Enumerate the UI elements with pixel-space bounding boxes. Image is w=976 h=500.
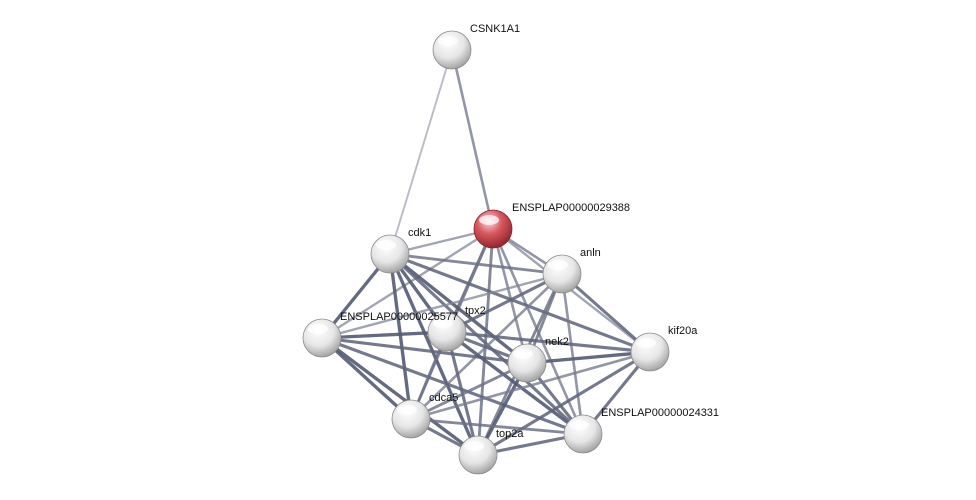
edge-tpx2-kif20a	[446, 330, 651, 354]
edge-cdk1-cdca5	[388, 253, 413, 420]
edge-cdk1-anln	[389, 252, 563, 276]
node-highlight-CSNK1A1	[438, 36, 458, 46]
edge-nek2-cdca5	[410, 361, 528, 421]
edge-ENSPLAP00000025577-tpx2	[321, 330, 448, 340]
edge-anln-ENSPLAP00000025577	[321, 272, 563, 340]
node-highlight-top2a	[464, 441, 484, 451]
edge-ENSPLAP00000025577-top2a	[320, 336, 480, 457]
node-highlight-nek2	[513, 349, 533, 359]
node-label-nek2: nek2	[545, 336, 569, 348]
node-layer	[302, 30, 670, 475]
node-highlight-ENSPLAP00000025577	[308, 324, 328, 334]
node-label-kif20a: kif20a	[668, 325, 698, 337]
edge-cdk1-kif20a	[389, 252, 651, 354]
edge-nek2-kif20a	[526, 350, 651, 365]
edge-cdk1-nek2	[388, 252, 529, 365]
node-highlight-ENSPLAP00000029388	[479, 215, 499, 225]
edge-ENSPLAP00000025577-nek2	[321, 336, 528, 365]
edge-CSNK1A1-ENSPLAP00000029388	[450, 49, 495, 230]
node-highlight-tpx2	[433, 318, 453, 328]
edge-cdca5-ENSPLAP00000024331	[410, 417, 584, 436]
edge-cdk1-ENSPLAP00000024331	[388, 252, 585, 436]
edge-kif20a-top2a	[477, 350, 651, 457]
edge-anln-tpx2	[446, 272, 563, 334]
node-label-ENSPLAP00000024331: ENSPLAP00000024331	[601, 407, 719, 419]
edge-kif20a-cdca5	[410, 350, 651, 421]
node-highlight-ENSPLAP00000024331	[569, 420, 589, 430]
edge-ENSPLAP00000025577-cdca5	[320, 336, 413, 421]
node-label-tpx2: tpx2	[465, 305, 486, 317]
node-label-cdk1: cdk1	[408, 227, 431, 239]
node-label-top2a: top2a	[496, 428, 524, 440]
node-label-CSNK1A1: CSNK1A1	[470, 23, 520, 35]
edge-anln-kif20a	[560, 272, 652, 354]
edge-CSNK1A1-cdk1	[389, 49, 453, 255]
node-highlight-cdk1	[376, 240, 396, 250]
node-label-anln: anln	[580, 247, 601, 259]
node-highlight-kif20a	[636, 338, 656, 348]
node-label-ENSPLAP00000025577: ENSPLAP00000025577	[340, 311, 458, 323]
edge-anln-ENSPLAP00000024331	[560, 273, 585, 435]
edge-cdk1-top2a	[388, 253, 480, 456]
node-label-ENSPLAP00000029388: ENSPLAP00000029388	[512, 202, 630, 214]
node-label-cdca5: cdca5	[429, 392, 458, 404]
node-highlight-cdca5	[397, 405, 417, 415]
node-highlight-anln	[548, 260, 568, 270]
edge-ENSPLAP00000029388-ENSPLAP00000025577	[321, 227, 494, 340]
